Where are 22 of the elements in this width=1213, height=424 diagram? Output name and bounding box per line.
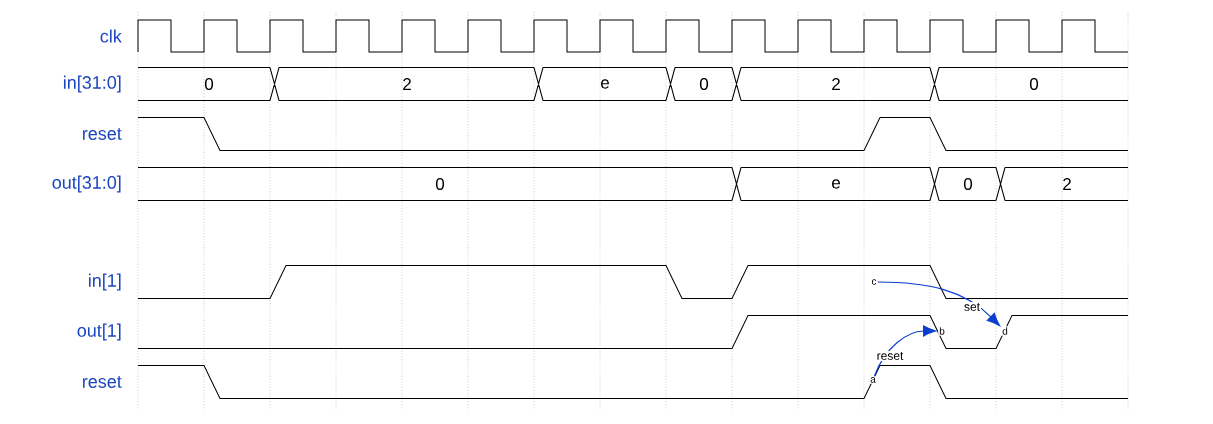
bus-value: 0 <box>435 178 445 190</box>
signal-name: out[31:0] <box>52 175 121 193</box>
edge-label: reset <box>877 352 904 360</box>
bus-value: 2 <box>403 78 411 90</box>
signal-name: clk <box>100 29 122 43</box>
arrow <box>877 281 1000 326</box>
bus-value: 0 <box>204 78 214 90</box>
signal-name: reset <box>83 376 122 388</box>
bus-value: 0 <box>699 78 709 90</box>
signal-name: out[1] <box>77 323 121 341</box>
node-marker: c <box>870 278 878 286</box>
signal-name: in[1] <box>89 273 121 291</box>
signal-name: in[31:0] <box>63 75 121 93</box>
bus-value: 2 <box>1063 178 1071 190</box>
bus-value: 0 <box>1029 78 1039 90</box>
edge-label: set <box>964 303 980 311</box>
bus-value: 0 <box>963 178 973 190</box>
bus-value: e <box>601 79 609 89</box>
bus-value: e <box>832 179 840 189</box>
arrow <box>873 325 937 377</box>
bus-value: 2 <box>832 78 840 90</box>
signal-name: reset <box>83 128 122 140</box>
